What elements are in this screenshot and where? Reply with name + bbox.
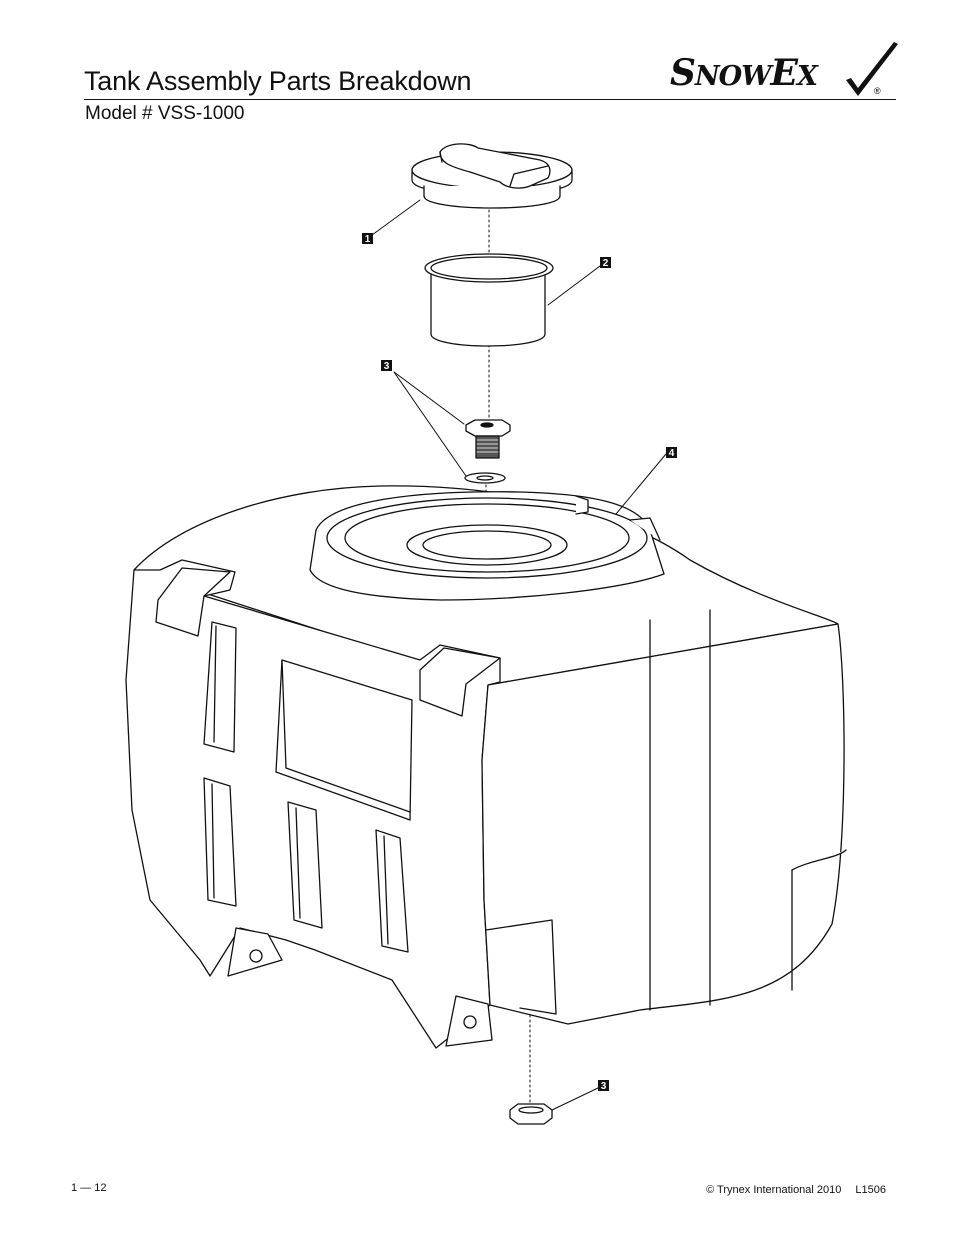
page-title: Tank Assembly Parts Breakdown: [84, 66, 472, 96]
svg-text:4: 4: [669, 448, 675, 459]
copyright-text: © Trynex International 2010: [706, 1184, 842, 1196]
model-number: Model # VSS-1000: [85, 103, 245, 124]
registered-mark: ®: [874, 86, 881, 96]
svg-text:1: 1: [365, 234, 371, 245]
page-number: 1 — 12: [71, 1182, 107, 1194]
snowex-logo: SNOWEX ®: [668, 40, 900, 98]
svg-text:2: 2: [603, 258, 609, 269]
svg-text:3: 3: [384, 361, 390, 372]
footer-info: © Trynex International 2010 L1506: [692, 1184, 886, 1196]
part-strainer: [424, 253, 554, 347]
callout-3-top: 3: [381, 360, 392, 372]
logo-wordmark: SNOWEX: [670, 52, 818, 94]
part-tank: [125, 485, 847, 1049]
callout-4: 4: [666, 447, 677, 459]
callout-3-bottom: 3: [598, 1080, 609, 1092]
callout-2: 2: [600, 257, 611, 269]
leader-lines: [371, 199, 667, 1111]
header-rule: [84, 99, 896, 100]
svg-text:3: 3: [601, 1081, 607, 1092]
part-nut: [509, 1103, 553, 1125]
callout-1: 1: [362, 233, 373, 245]
document-number: L1506: [855, 1184, 886, 1196]
logo-checkmark-icon: ®: [846, 42, 898, 96]
part-cap: [411, 143, 573, 209]
part-fitting: [464, 419, 511, 484]
